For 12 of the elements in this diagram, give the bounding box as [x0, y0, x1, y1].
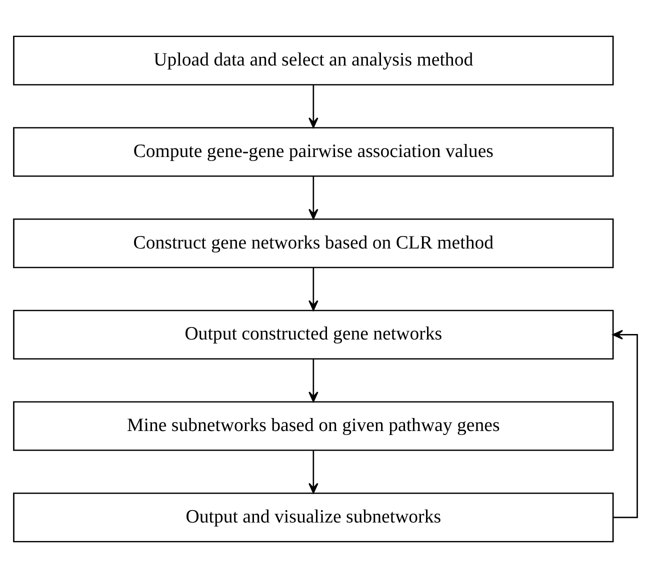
arrow	[612, 329, 638, 518]
node-box: Mine subnetworks based on given pathway genes	[13, 400, 614, 450]
arrow	[308, 358, 318, 402]
arrow	[308, 84, 318, 128]
node-box: Upload data and select an analysis method	[13, 35, 614, 85]
node-box: Compute gene-gene pairwise association values	[13, 126, 614, 176]
arrow	[308, 176, 318, 219]
arrow	[308, 267, 318, 310]
node-box: Construct gene networks based on CLR method	[13, 218, 614, 268]
arrow	[308, 450, 318, 494]
node-box: Output constructed gene networks	[13, 309, 614, 360]
node-box: Output and visualize subnetworks	[13, 492, 614, 542]
